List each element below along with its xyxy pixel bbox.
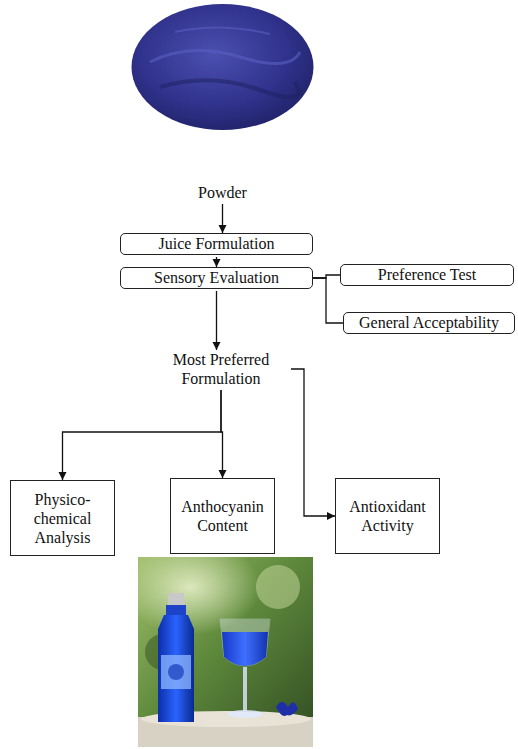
flow-connector [213, 257, 221, 267]
node-text: Antioxidant Activity [340, 497, 435, 535]
arrow-head [219, 225, 227, 233]
connector-line [291, 369, 335, 516]
process-box: Sensory Evaluation [120, 267, 313, 289]
node-text: Powder [130, 184, 315, 202]
arrow-head [327, 512, 335, 520]
flow-connector [219, 390, 227, 478]
connector-line [216, 291, 217, 350]
flow-connector [59, 390, 222, 480]
arrow-head [213, 259, 221, 267]
arrow-head [213, 342, 221, 350]
powder-illustration [130, 2, 315, 132]
node-text: Physico- chemical Analysis [15, 490, 110, 547]
flow-connector [213, 291, 221, 350]
analysis-box: Anthocyanin Content [170, 478, 275, 554]
node-text: Sensory Evaluation [126, 269, 307, 287]
connector-line [221, 390, 223, 478]
test-box: Preference Test [340, 264, 514, 286]
analysis-box: Physico- chemical Analysis [10, 480, 115, 556]
test-box: General Acceptability [343, 312, 515, 334]
flow-connector [291, 369, 335, 520]
process-box: Juice Formulation [120, 233, 313, 255]
connector-line [63, 390, 222, 480]
juice-photo [138, 557, 313, 747]
result-text: Most Preferred Formulation [151, 350, 291, 388]
node-text: Preference Test [346, 266, 508, 284]
arrow-head [59, 472, 67, 480]
node-text: Juice Formulation [126, 235, 307, 253]
node-text: Most Preferred Formulation [151, 350, 291, 388]
arrow-head [219, 470, 227, 478]
connector-line [313, 278, 343, 323]
node-text: General Acceptability [349, 314, 509, 332]
analysis-box: Antioxidant Activity [335, 478, 440, 554]
powder-node: Powder [130, 2, 315, 202]
node-text: Anthocyanin Content [175, 497, 270, 535]
flow-connector [219, 204, 227, 233]
flow-connector [313, 278, 343, 323]
